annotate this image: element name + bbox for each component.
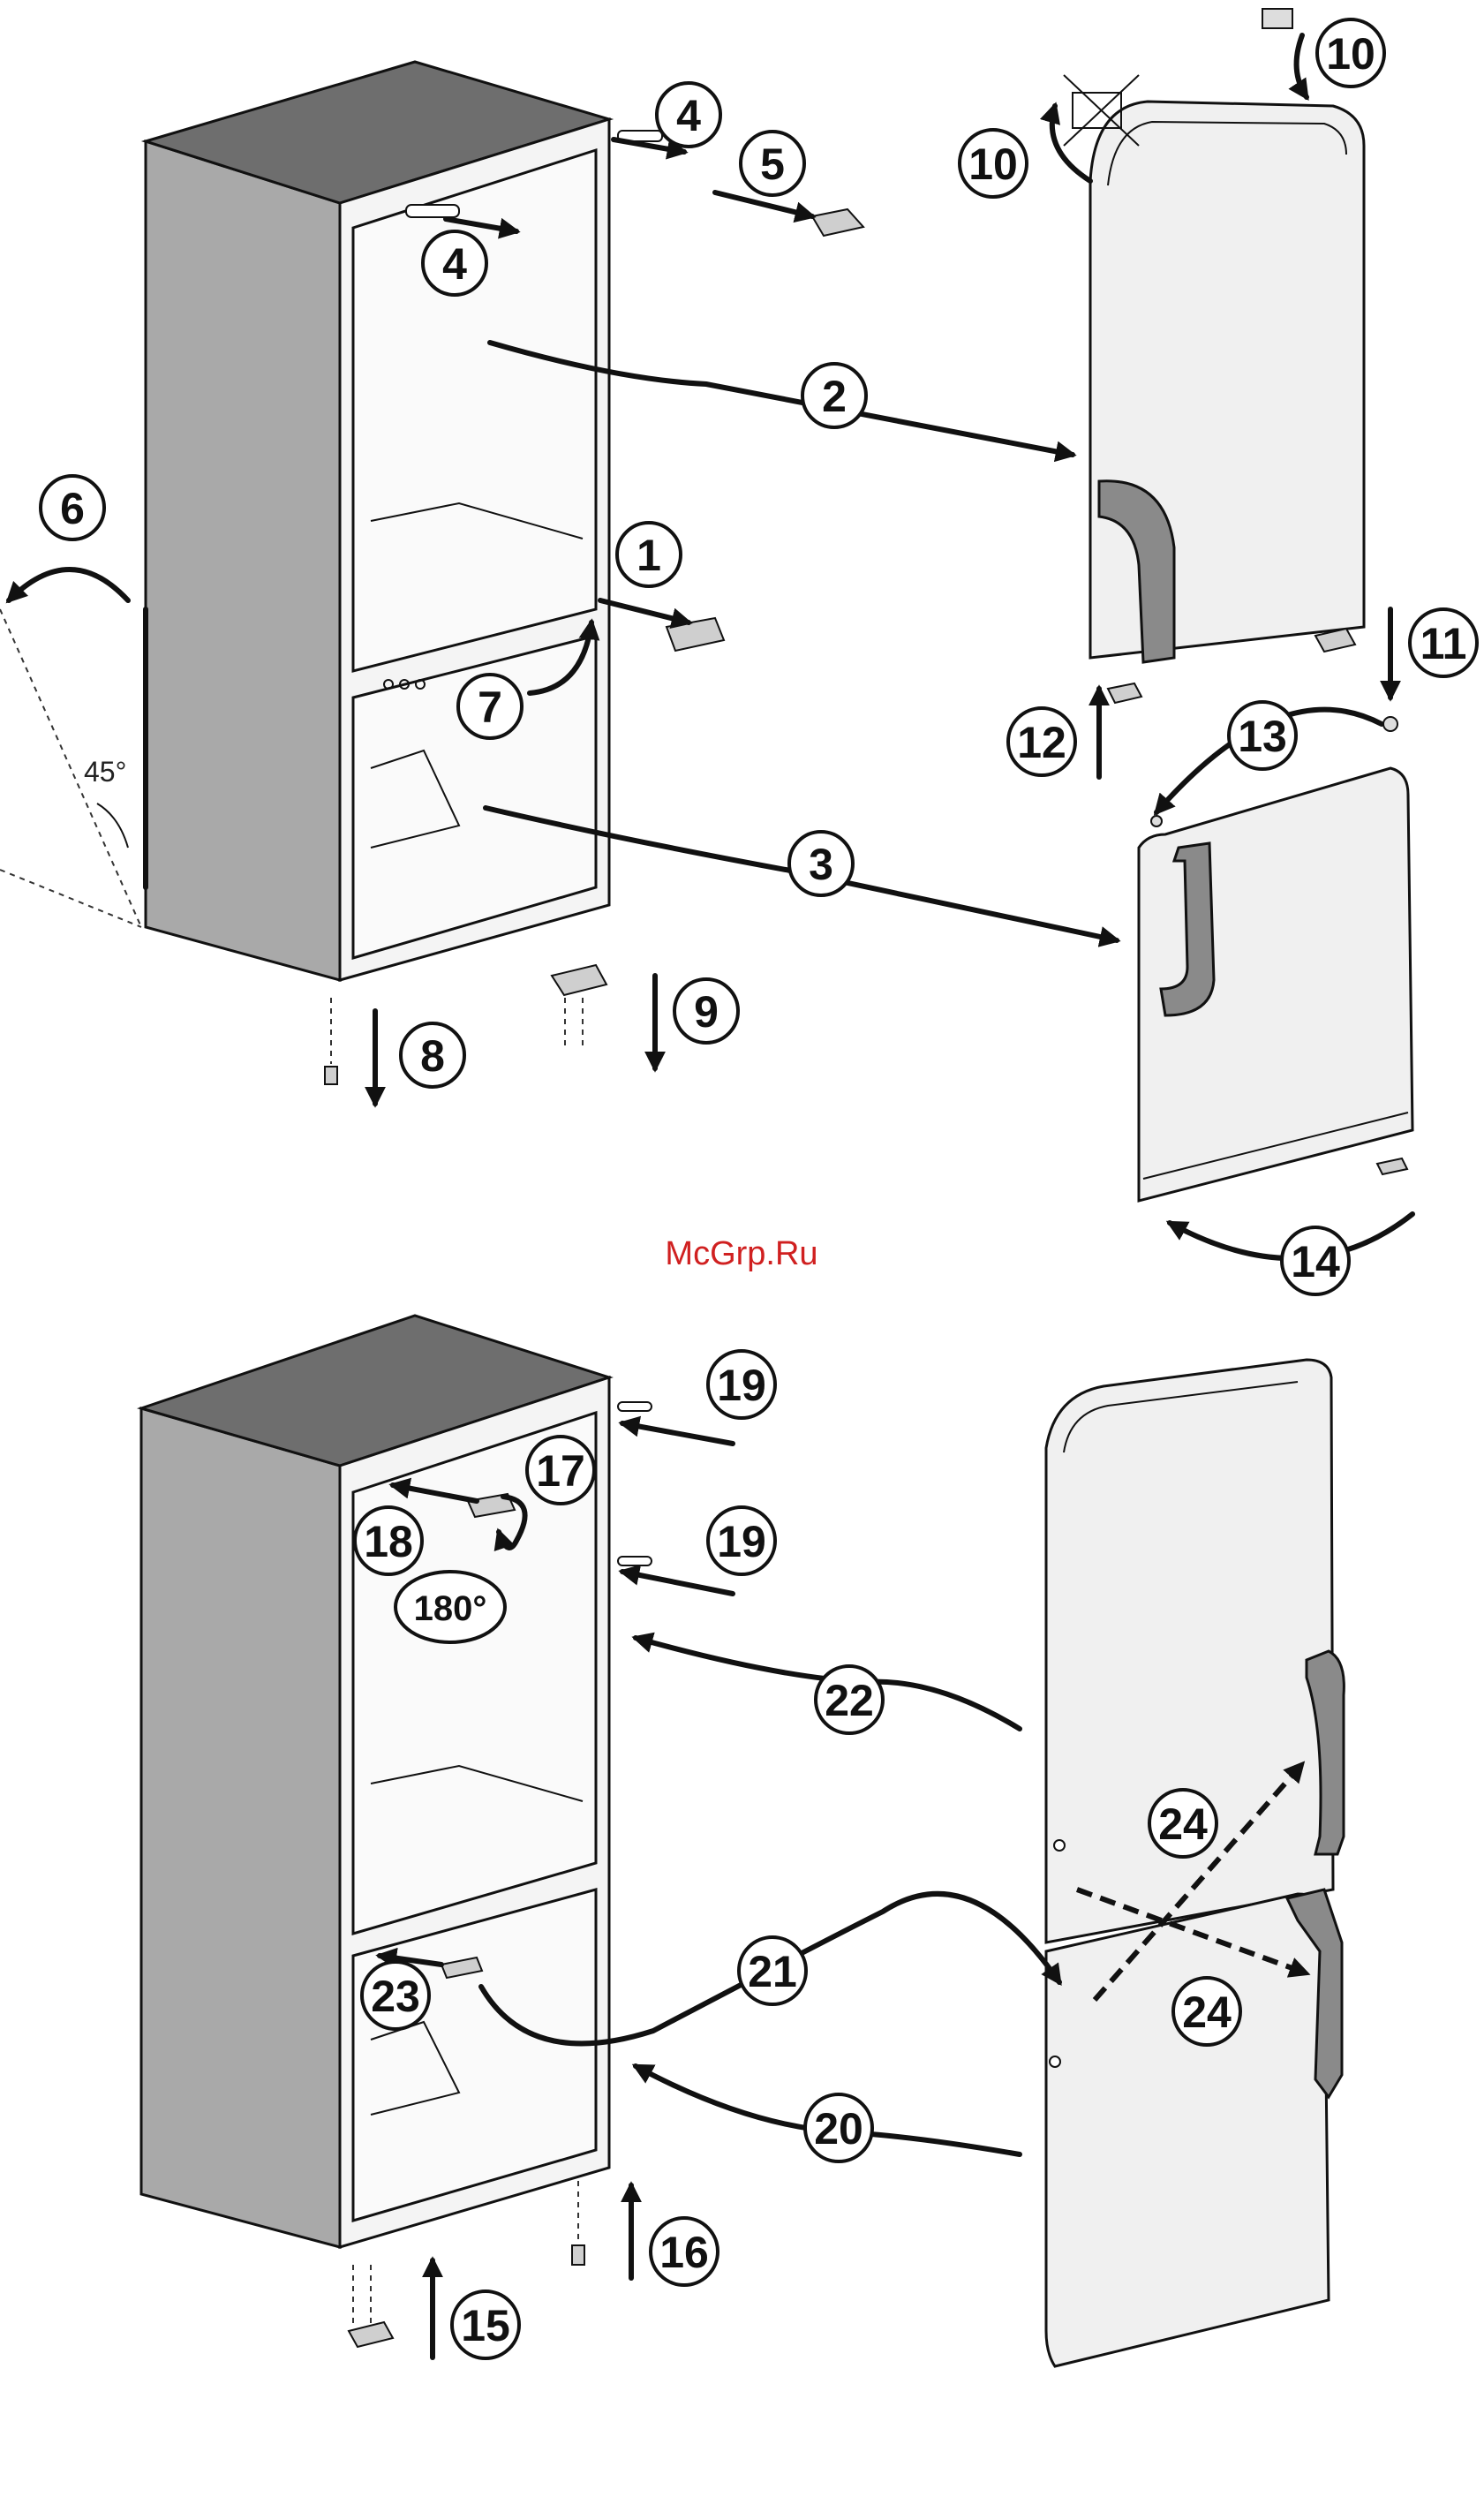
- arrow-step-19a: [622, 1423, 733, 1444]
- bottom-hinge-part: [552, 965, 606, 995]
- cabinet-side: [146, 141, 340, 980]
- svg-text:180°: 180°: [414, 1589, 487, 1628]
- step-badge-24b: 24: [1173, 1978, 1240, 2045]
- step-badge-1: 1: [617, 523, 681, 586]
- svg-text:24: 24: [1182, 1988, 1232, 2037]
- door-pin-hole: [1054, 1840, 1065, 1851]
- top-hole-cap: [618, 1402, 652, 1411]
- step-badge-4a: 4: [657, 83, 720, 147]
- svg-text:16: 16: [659, 2228, 709, 2277]
- top-hinge-cover: [406, 205, 459, 217]
- svg-text:18: 18: [364, 1517, 413, 1566]
- step-badge-21: 21: [739, 1937, 806, 2004]
- cap-plug: [1262, 9, 1292, 28]
- step-badge-24a: 24: [1149, 1790, 1217, 1857]
- top-hinge-part: [812, 209, 863, 236]
- lower-door-hinge: [1377, 1158, 1407, 1174]
- upper-door-removed: [1064, 9, 1397, 826]
- step-badge-13: 13: [1229, 702, 1296, 769]
- step-badge-14: 14: [1282, 1227, 1349, 1294]
- arrow-step-5: [715, 192, 812, 216]
- svg-text:6: 6: [60, 484, 85, 533]
- door-pin-bushing: [1151, 816, 1162, 826]
- arrow-step-10a: [1052, 106, 1090, 181]
- step-badge-19a: 19: [708, 1351, 775, 1418]
- step-badge-20: 20: [805, 2094, 872, 2161]
- step-badge-5: 5: [741, 132, 804, 195]
- svg-text:12: 12: [1017, 718, 1066, 767]
- door-stop-bushing: [1383, 717, 1397, 731]
- svg-text:9: 9: [694, 987, 719, 1037]
- tilt-angle-label: 45°: [84, 756, 126, 788]
- adjustable-foot: [572, 2245, 584, 2265]
- fridge-cabinet-top: [146, 62, 662, 980]
- step-badge-11: 11: [1410, 609, 1477, 676]
- middle-hinge-part: [667, 618, 724, 651]
- svg-text:23: 23: [371, 1972, 420, 2021]
- arrow-step-19b: [622, 1572, 733, 1594]
- step-badge-16: 16: [651, 2218, 718, 2285]
- step-badge-4b: 4: [423, 231, 486, 295]
- svg-text:5: 5: [760, 140, 785, 189]
- watermark: McGrp.Ru: [665, 1235, 817, 1272]
- step-badge-22: 22: [816, 1666, 883, 1733]
- step-badge-19b: 19: [708, 1507, 775, 1574]
- svg-text:20: 20: [814, 2104, 863, 2154]
- svg-text:1: 1: [637, 531, 661, 580]
- bottom-hinge-reinstalled: [349, 2322, 393, 2347]
- step-badge-18: 18: [355, 1507, 422, 1574]
- rotation-180-badge: 180°: [395, 1572, 505, 1642]
- step-badge-17: 17: [527, 1437, 594, 1504]
- step-badge-7: 6: [41, 476, 104, 539]
- door-hinge-bracket-2: [1108, 683, 1141, 703]
- svg-text:15: 15: [461, 2301, 510, 2350]
- svg-text:13: 13: [1238, 712, 1287, 761]
- lower-door-reinstalled: [1046, 1890, 1342, 2366]
- tilt-indicator: 45°: [0, 609, 141, 927]
- svg-text:22: 22: [825, 1676, 874, 1725]
- svg-text:4: 4: [442, 239, 467, 289]
- svg-text:4: 4: [676, 91, 701, 140]
- svg-text:14: 14: [1291, 1237, 1340, 1286]
- svg-text:21: 21: [748, 1947, 797, 1996]
- arrow-step-1: [600, 600, 689, 622]
- svg-text:11: 11: [1420, 619, 1467, 668]
- step-badge-12: 12: [1008, 708, 1075, 775]
- lower-door-removed: [1139, 768, 1412, 1201]
- cabinet-side: [141, 1408, 340, 2247]
- svg-text:7: 7: [478, 683, 502, 732]
- step-badge-15: 15: [452, 2291, 519, 2358]
- svg-text:17: 17: [536, 1446, 585, 1496]
- svg-text:24: 24: [1158, 1799, 1208, 1849]
- svg-text:19: 19: [717, 1517, 766, 1566]
- upper-door-panel: [1090, 102, 1364, 658]
- step-badge-8: 8: [401, 1023, 464, 1087]
- step-badge-3: 3: [789, 832, 853, 895]
- door-pin-hole: [1050, 2056, 1060, 2067]
- svg-text:2: 2: [822, 372, 847, 421]
- step-badge-10a: 10: [960, 130, 1027, 197]
- arrow-step-10b: [1297, 35, 1307, 97]
- svg-text:10: 10: [968, 140, 1018, 189]
- fridge-compartment: [353, 150, 596, 671]
- step-badge-9: 9: [674, 979, 738, 1043]
- svg-text:19: 19: [717, 1361, 766, 1410]
- step-badge-2: 2: [802, 364, 866, 427]
- svg-text:10: 10: [1326, 29, 1375, 79]
- step-badge-10b: 10: [1317, 19, 1384, 87]
- lower-door-panel: [1046, 1894, 1329, 2366]
- step-badge-6: 7: [458, 675, 522, 738]
- svg-text:3: 3: [809, 840, 833, 889]
- middle-hole-cap: [618, 1557, 652, 1565]
- arrow-step-7: [9, 570, 128, 600]
- step-badge-23: 23: [362, 1962, 429, 2029]
- adjustable-foot: [325, 1067, 337, 1084]
- bottom-panel: 19 17 18 19 180° 22 24 21 23 24 20 16 15: [141, 1316, 1344, 2366]
- svg-text:8: 8: [420, 1031, 445, 1081]
- top-panel: 45°: [0, 9, 1477, 1294]
